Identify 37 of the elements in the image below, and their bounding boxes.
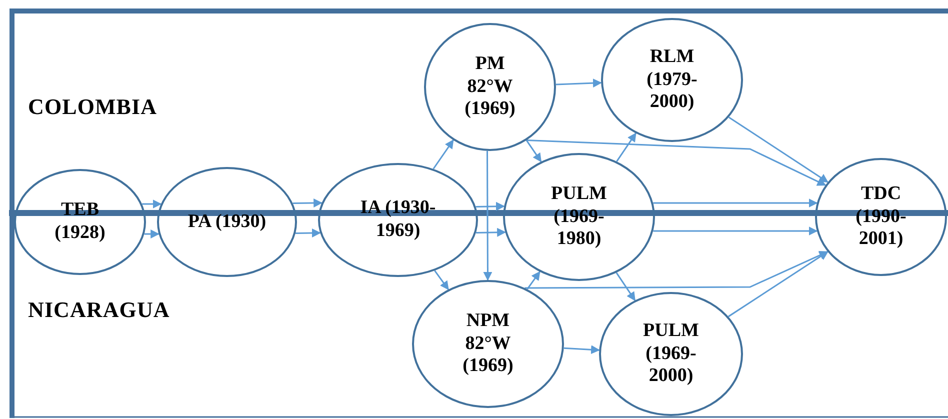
arrow bbox=[616, 132, 636, 162]
arrow bbox=[432, 139, 454, 170]
node-label: PA (1930) bbox=[186, 210, 268, 234]
region-label: COLOMBIA bbox=[28, 93, 158, 121]
ellipse-node bbox=[424, 23, 556, 151]
arrow bbox=[296, 228, 321, 238]
arrow bbox=[434, 270, 449, 290]
arrow bbox=[564, 345, 600, 354]
arrow bbox=[728, 251, 828, 318]
ellipse-node bbox=[815, 158, 947, 276]
arrow bbox=[483, 150, 492, 281]
ellipse-node bbox=[503, 153, 655, 281]
ellipse-node bbox=[14, 169, 146, 275]
arrow bbox=[524, 250, 828, 289]
region-label: NICARAGUA bbox=[28, 296, 170, 324]
arrow bbox=[526, 271, 540, 290]
arrow bbox=[476, 228, 506, 237]
node-label: NPM 82°W (1969) bbox=[462, 310, 514, 378]
ellipse-node bbox=[412, 280, 564, 408]
arrow bbox=[653, 226, 818, 236]
ellipse-node bbox=[157, 167, 297, 277]
arrow bbox=[556, 78, 602, 88]
ellipse-node bbox=[599, 292, 743, 416]
arrow bbox=[142, 200, 162, 208]
ellipse-node bbox=[318, 163, 478, 277]
arrow bbox=[616, 272, 636, 302]
arrow bbox=[292, 198, 323, 208]
node-label: PULM (1969- 2000) bbox=[642, 320, 700, 388]
ellipse-node bbox=[601, 18, 743, 142]
arrow bbox=[476, 202, 505, 211]
node-label: RLM (1979- 2000) bbox=[646, 46, 698, 114]
node-label: PM 82°W (1969) bbox=[464, 52, 516, 122]
arrow bbox=[653, 198, 818, 208]
arrow bbox=[526, 140, 542, 162]
arrow bbox=[526, 140, 826, 186]
arrow bbox=[144, 230, 160, 238]
arrow bbox=[728, 116, 829, 183]
